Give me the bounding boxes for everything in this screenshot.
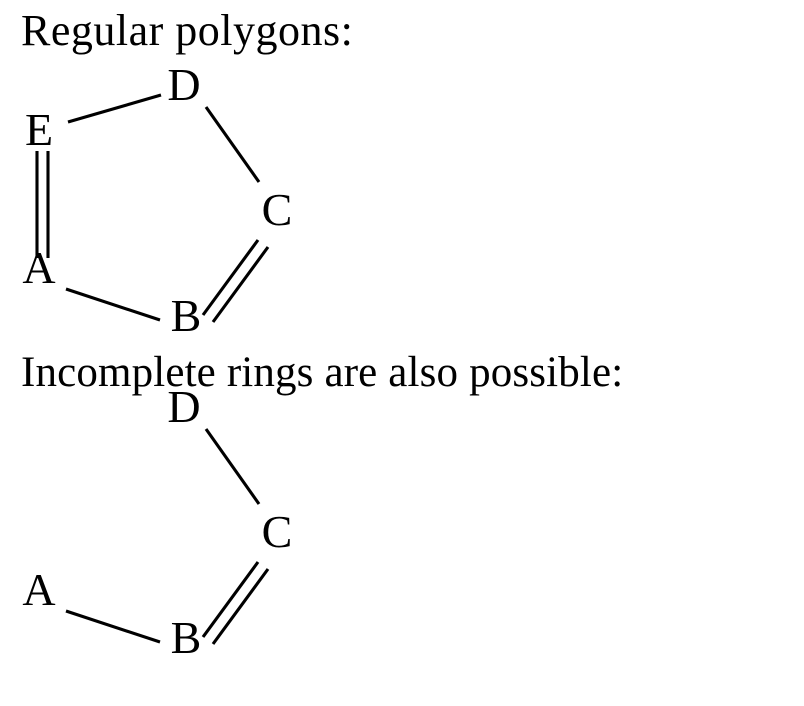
atom-label-A: A <box>22 564 55 615</box>
bond-C-B-double-inner <box>211 246 270 323</box>
diagram-incomplete-pentagon: D C A B <box>0 381 330 696</box>
atom-label-group-pentagon-partial: D C A B <box>22 381 292 663</box>
bond-B-A-single <box>65 287 161 322</box>
atom-label-C: C <box>262 506 293 557</box>
bond-B-A-single <box>65 609 161 644</box>
bond-group-pentagon-full <box>35 93 270 323</box>
bond-C-B-double-outer <box>201 239 260 316</box>
bond-E-D-single <box>67 93 162 124</box>
atom-label-B: B <box>171 612 202 663</box>
atom-label-A: A <box>22 242 55 293</box>
caption-regular-polygons: Regular polygons: <box>21 6 354 55</box>
atom-label-B: B <box>171 290 202 341</box>
atom-label-C: C <box>262 184 293 235</box>
bond-C-B-double-outer <box>201 561 260 638</box>
bond-D-C-single <box>204 106 261 183</box>
bond-D-C-single <box>204 428 261 505</box>
bond-group-pentagon-partial <box>65 428 270 645</box>
atom-label-E: E <box>25 104 53 155</box>
atom-label-group-pentagon-full: D E C A B <box>22 59 292 341</box>
caption-incomplete-rings: Incomplete rings are also possible: <box>21 349 624 396</box>
atom-label-D: D <box>167 59 200 110</box>
diagram-regular-pentagon: D E C A B <box>0 55 330 355</box>
bond-C-B-double-inner <box>211 568 270 645</box>
atom-label-D: D <box>167 381 200 432</box>
